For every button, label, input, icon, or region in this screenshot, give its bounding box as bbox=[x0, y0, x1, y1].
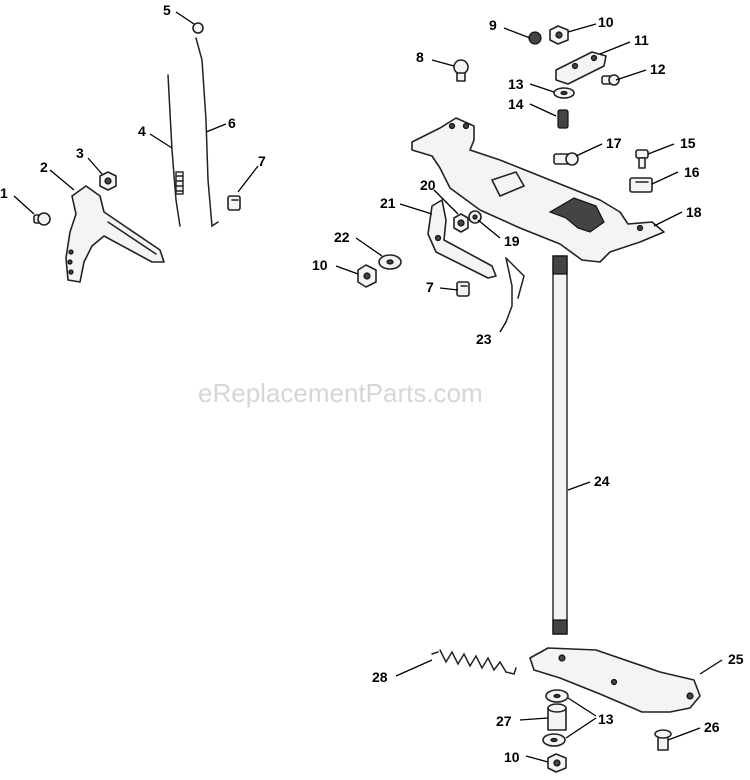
part-2-lever-bracket bbox=[65, 185, 165, 283]
callout-25: 25 bbox=[728, 651, 744, 667]
callout-10-top: 10 bbox=[598, 14, 614, 30]
part-13-washer-bottom-upper bbox=[545, 689, 569, 703]
part-15-screw bbox=[635, 149, 649, 169]
callout-7-left: 7 bbox=[258, 153, 266, 169]
callout-19: 19 bbox=[504, 233, 520, 249]
part-7-clip-left bbox=[227, 195, 241, 211]
callout-26: 26 bbox=[704, 719, 720, 735]
callout-8: 8 bbox=[416, 49, 424, 65]
part-24-rod bbox=[552, 255, 568, 635]
part-27-spacer bbox=[547, 703, 567, 731]
part-1-screw bbox=[33, 212, 51, 226]
callout-12: 12 bbox=[650, 61, 666, 77]
part-17-screw bbox=[553, 152, 579, 166]
part-12-screw bbox=[601, 74, 620, 86]
callout-1: 1 bbox=[0, 185, 8, 201]
part-25-plate bbox=[529, 647, 701, 713]
callout-numbers: 1 2 3 4 5 6 7 8 9 10 11 12 13 14 17 15 1… bbox=[0, 2, 744, 765]
part-13-washer-bottom-lower bbox=[542, 733, 566, 747]
callout-20: 20 bbox=[420, 177, 436, 193]
callout-22: 22 bbox=[334, 229, 350, 245]
part-10-nut-middle bbox=[357, 264, 377, 288]
callout-10-bottom: 10 bbox=[504, 749, 520, 765]
part-8-screw bbox=[453, 59, 469, 82]
part-4-spring-rod bbox=[167, 74, 184, 227]
part-10-nut-bottom bbox=[547, 753, 567, 773]
part-21-lever bbox=[427, 199, 497, 279]
callout-23: 23 bbox=[476, 331, 492, 347]
leader-lines bbox=[13, 11, 723, 763]
callout-18: 18 bbox=[686, 204, 702, 220]
callout-2: 2 bbox=[40, 159, 48, 175]
part-13-washer-top bbox=[553, 87, 575, 99]
part-23-wire-link bbox=[505, 257, 525, 323]
part-26-screw bbox=[654, 729, 672, 751]
callout-13-bottom: 13 bbox=[598, 711, 614, 727]
part-5-clip bbox=[192, 22, 204, 34]
part-6-linkage-rod bbox=[195, 37, 219, 228]
callout-28: 28 bbox=[372, 669, 388, 685]
callout-7-middle: 7 bbox=[426, 279, 434, 295]
callout-11: 11 bbox=[634, 32, 649, 48]
callout-17: 17 bbox=[606, 135, 622, 151]
callout-4: 4 bbox=[138, 123, 146, 139]
callout-24: 24 bbox=[594, 473, 610, 489]
part-20-nut bbox=[453, 213, 469, 233]
callout-10-middle: 10 bbox=[312, 257, 328, 273]
callout-5: 5 bbox=[163, 2, 171, 18]
part-11-plate bbox=[555, 51, 607, 85]
callout-13-top: 13 bbox=[508, 76, 524, 92]
watermark-text: eReplacementParts.com bbox=[198, 378, 483, 408]
part-7-clip-middle bbox=[456, 281, 470, 297]
callout-9: 9 bbox=[489, 17, 497, 33]
callout-15: 15 bbox=[680, 135, 696, 151]
callout-6: 6 bbox=[228, 115, 236, 131]
callout-27: 27 bbox=[496, 713, 512, 729]
part-22-washer bbox=[378, 254, 402, 270]
part-3-nut bbox=[99, 171, 117, 191]
part-18-control-bracket bbox=[411, 117, 665, 263]
callout-3: 3 bbox=[76, 145, 84, 161]
callout-14: 14 bbox=[508, 96, 524, 112]
part-14-spring bbox=[557, 109, 569, 129]
callout-21: 21 bbox=[380, 195, 396, 211]
part-9-nut bbox=[528, 31, 542, 45]
part-10-nut-top bbox=[549, 25, 569, 45]
part-16-clip bbox=[629, 177, 653, 193]
part-28-spring bbox=[431, 649, 517, 675]
callout-16: 16 bbox=[684, 164, 700, 180]
